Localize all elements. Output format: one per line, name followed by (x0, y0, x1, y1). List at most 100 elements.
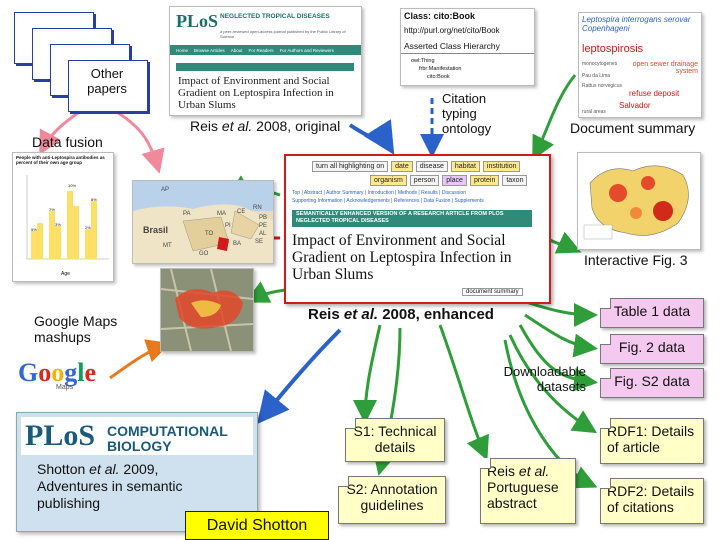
rdf1-label: RDF1: Details of article (607, 423, 695, 456)
tag-disease[interactable]: disease (415, 161, 448, 172)
paper-stack-4 (68, 60, 148, 112)
tag-leptospirosis: leptospirosis (582, 43, 644, 55)
chart-caption: People with anti-Leptospira antibodies a… (16, 155, 105, 165)
dataset-fig2-label: Fig. 2 data (618, 339, 686, 355)
subnav-references[interactable]: References (393, 197, 420, 204)
subnav-results[interactable]: Results (421, 190, 438, 196)
subnav-acknowledgements[interactable]: Acknowledgements (346, 197, 390, 204)
tag-organism[interactable]: organism (370, 175, 407, 186)
highlight-toolbar: turn all highlighting on date disease ha… (312, 161, 542, 186)
google-letter-l: l (77, 358, 85, 387)
google-maps-sublabel: Maps (56, 384, 74, 391)
plos-tagline: a peer-reviewed open-access journal publ… (220, 29, 346, 39)
subnav-supporting[interactable]: Supporting Information (292, 197, 343, 204)
section-label: RESEARCH ARTICLE (180, 72, 226, 77)
tag-monocytogenes: monocytogenes (582, 61, 618, 67)
data-fusion-label: Data fusion (32, 134, 103, 150)
map-state-pb: PB (259, 215, 268, 221)
ref-etal: et al. (89, 461, 120, 477)
google-letter-e: e (84, 358, 97, 387)
nav-browse[interactable]: Browse Articles (194, 47, 225, 53)
subnav-discussion[interactable]: Discussion (441, 190, 467, 196)
google-letter-o1: o (38, 358, 52, 387)
supplement-s1[interactable]: S1: Technical details (345, 418, 445, 462)
subnav-top[interactable]: Top (292, 190, 301, 196)
tag-protein[interactable]: protein (469, 175, 500, 186)
plos-comp-bio-line1: COMPUTATIONAL (107, 423, 228, 439)
cito-hierarchy-title: Asserted Class Hierarchy (404, 41, 500, 51)
arrow-rdf1 (508, 334, 598, 434)
arrow-figure (549, 231, 582, 254)
tag-person[interactable]: person (409, 175, 440, 186)
enhanced-subnav: Top | Abstract | Author Summary | Introd… (292, 190, 484, 204)
chart-value-6: 2% (85, 225, 91, 230)
map-state-pi: PI (225, 223, 231, 229)
plos-original-article[interactable]: PLoS NEGLECTED TROPICAL DISEASES a peer-… (169, 6, 362, 116)
data-fusion-chart[interactable]: People with anti-Leptospira antibodies a… (12, 152, 114, 282)
bar-2a (49, 211, 55, 259)
subnav-author-summary[interactable]: Author Summary (326, 190, 364, 196)
dataset-table1[interactable]: Table 1 data (600, 298, 704, 328)
rdf1-box[interactable]: RDF1: Details of article (600, 418, 704, 464)
bar-3a (67, 191, 73, 259)
subnav-supplements[interactable]: Supplements (454, 197, 484, 204)
subnav-methods[interactable]: Methods (397, 190, 418, 196)
map-state-se: SE (255, 239, 264, 245)
brazil-map[interactable]: Brasil AP RN PB PE AL SE PA MA CE PI TO … (132, 180, 274, 264)
toggle-highlighting[interactable]: turn all highlighting on (312, 161, 389, 172)
interactive-fig-3[interactable] (577, 152, 701, 250)
map-state-rn: RN (253, 205, 262, 211)
supplement-s2[interactable]: S2: Annotation guidelines (338, 476, 446, 524)
subnav-introduction[interactable]: Introduction (367, 190, 394, 196)
interactive-fig-label: Interactive Fig. 3 (584, 252, 688, 268)
rdf2-label: RDF2: Details of citations (607, 483, 695, 516)
tag-institution[interactable]: institution (482, 161, 521, 172)
dataset-fig2[interactable]: Fig. 2 data (600, 334, 704, 364)
subnav-abstract[interactable]: Abstract (303, 190, 323, 196)
reis-original-etal: et al. (221, 118, 253, 134)
bar-1b (37, 223, 43, 259)
ref-author: Shotton (37, 461, 86, 477)
document-summary-thumb[interactable]: Leptospira interrogans serovar Copenhage… (578, 12, 702, 118)
dataset-figs2[interactable]: Fig. S2 data (600, 368, 704, 398)
downloadable-datasets-label: Downloadable datasets (503, 364, 586, 394)
google-mashup-map[interactable] (160, 268, 254, 352)
cito-ontology-panel[interactable]: Class: cito:Book http://purl.org/net/cit… (400, 8, 535, 86)
tag-habitat[interactable]: habitat (450, 161, 480, 172)
plos-original-nav: Home Browse Articles About For Readers F… (170, 45, 361, 55)
heatmap-fig (583, 165, 689, 240)
chart-value-3: 7% (49, 207, 55, 212)
mashup-drawing (161, 269, 253, 351)
map-drawing (133, 181, 273, 263)
supplement-portuguese[interactable]: Reis et al. Portuguese abstract (480, 458, 576, 524)
enhanced-article[interactable]: turn all highlighting on date disease ha… (284, 154, 551, 304)
plos-comp-bio-logo-box: PLoS COMPUTATIONAL BIOLOGY (21, 417, 253, 455)
dataset-table1-label: Table 1 data (613, 303, 691, 319)
plos-journal-name: NEGLECTED TROPICAL DISEASES (220, 13, 330, 20)
tag-date[interactable]: date (391, 161, 413, 172)
nav-authors[interactable]: For Authors and Reviewers (279, 47, 334, 53)
google-maps-logo[interactable]: Google Maps (18, 358, 110, 392)
portuguese-etal: et al. (518, 463, 550, 479)
reis-original-caption: Reis et al. 2008, original (190, 118, 340, 134)
tag-place[interactable]: place (442, 175, 467, 186)
bar-4a (85, 229, 91, 259)
nav-home[interactable]: Home (176, 47, 189, 53)
arrow-mashup (244, 281, 286, 303)
nav-about[interactable]: About (230, 47, 243, 53)
map-state-pe: PE (259, 223, 268, 229)
tag-taxon[interactable]: taxon (502, 175, 528, 186)
enhanced-banner: SEMANTICALLY ENHANCED VERSION OF A RESEA… (292, 210, 532, 227)
chart-value-5: 3% (55, 222, 61, 227)
rdf2-box[interactable]: RDF2: Details of citations (600, 478, 704, 524)
subnav-data-fusion[interactable]: Data Fusion (423, 197, 451, 204)
document-summary-button[interactable]: document summary (462, 288, 523, 296)
arrow-fig2 (524, 313, 598, 358)
bar-4b (91, 201, 97, 259)
nav-readers[interactable]: For Readers (248, 47, 274, 53)
map-state-mt: MT (163, 243, 172, 249)
tag-refuse: refuse deposit (629, 89, 680, 98)
map-state-pa: PA (183, 211, 191, 217)
map-state-go: GO (199, 251, 209, 257)
